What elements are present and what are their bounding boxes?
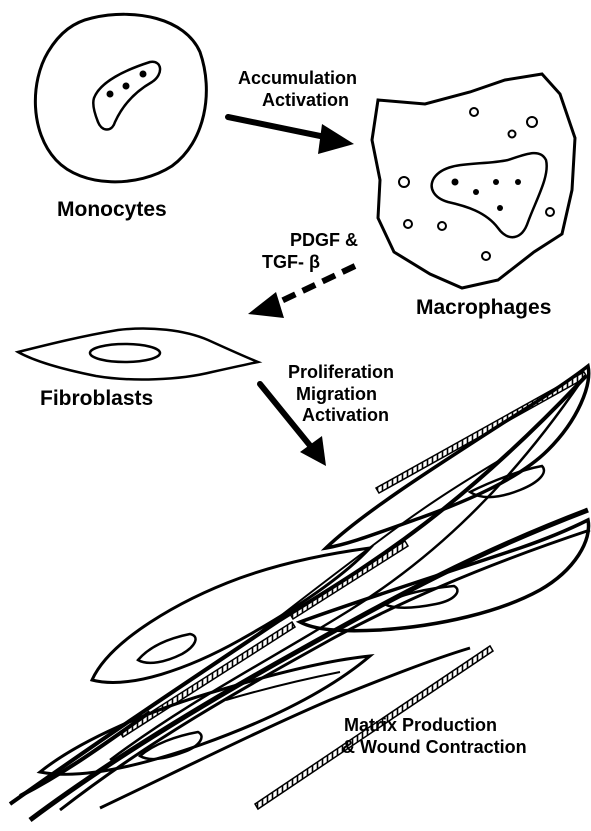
pdgf-text: PDGF & [290, 230, 358, 252]
arrow-accumulation [228, 117, 354, 154]
matrix-label: Matrix Production & Wound Contraction [344, 715, 527, 758]
activation-2-text: Activation [302, 405, 394, 427]
accumulation-activation-label: Accumulation Activation [238, 68, 357, 111]
elongated-fibroblast-nucleus [138, 634, 196, 663]
migration-text: Migration [296, 384, 394, 406]
proliferation-text: Proliferation [288, 362, 394, 384]
macrophage-nucleus [432, 153, 547, 237]
macrophages-label: Macrophages [416, 295, 551, 320]
monocyte-cell [35, 14, 206, 182]
proliferation-label: Proliferation Migration Activation [288, 362, 394, 427]
matrix-production-text: Matrix Production [344, 715, 527, 737]
accumulation-text: Accumulation [238, 68, 357, 90]
fibroblast-cell [18, 328, 258, 379]
matrix-strand [60, 530, 590, 810]
arrow-growth-factors [248, 266, 355, 318]
matrix-strand [226, 672, 340, 700]
monocyte-nucleus [93, 62, 160, 130]
fibroblasts-label: Fibroblasts [40, 386, 153, 411]
tgf-beta-text: TGF- β [262, 252, 358, 274]
wound-contraction-text: & Wound Contraction [342, 737, 527, 759]
growth-factors-label: PDGF & TGF- β [262, 230, 358, 273]
macrophage-cell [372, 74, 575, 288]
fibroblast-nucleus [90, 344, 160, 362]
activation-text: Activation [262, 90, 357, 112]
monocytes-label: Monocytes [57, 197, 167, 222]
